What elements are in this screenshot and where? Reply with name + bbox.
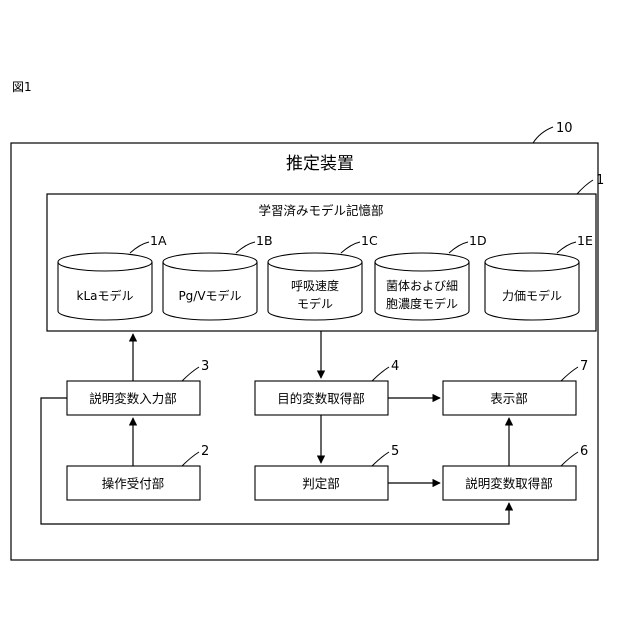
- device-ref: 10: [556, 121, 573, 136]
- unit-input-label: 説明変数入力部: [89, 391, 177, 406]
- model-ref-1b: 1B: [256, 233, 273, 248]
- storage-title: 学習済みモデル記憶部: [258, 203, 383, 218]
- figure-label: 図1: [12, 80, 32, 94]
- unit-explain-acq-ref: 6: [580, 444, 588, 459]
- unit-explain-acq-label: 説明変数取得部: [465, 476, 553, 491]
- arrow-input-to-explain-acq: [41, 398, 509, 524]
- unit-display-label: 表示部: [490, 391, 528, 406]
- device-ref-leader: [533, 127, 553, 143]
- unit-target-acq-ref: 4: [391, 359, 399, 374]
- device-title: 推定装置: [286, 154, 354, 174]
- model-cylinder-1c: 呼吸速度 モデル 1C: [268, 233, 378, 320]
- model-ref-1a: 1A: [150, 233, 167, 248]
- model-label-1a: kLaモデル: [77, 288, 134, 303]
- unit-target-acq-box: 目的変数取得部 4: [255, 359, 399, 415]
- unit-judgment-label: 判定部: [302, 476, 340, 491]
- unit-operation-ref: 2: [201, 444, 209, 459]
- unit-judgment-ref: 5: [391, 444, 399, 459]
- model-ref-1c: 1C: [361, 233, 378, 248]
- unit-explain-acq-box: 説明変数取得部 6: [443, 444, 588, 500]
- model-label-1b: Pg/Vモデル: [178, 288, 241, 303]
- model-label-1d-line2: 胞濃度モデル: [386, 296, 458, 311]
- unit-operation-box: 操作受付部 2: [67, 444, 209, 500]
- unit-operation-label: 操作受付部: [102, 476, 165, 491]
- model-ref-1e: 1E: [577, 233, 593, 248]
- model-ref-1d: 1D: [469, 233, 487, 248]
- model-cylinder-1e: 力価モデル 1E: [485, 233, 593, 320]
- unit-input-box: 説明変数入力部 3: [67, 359, 209, 415]
- model-cylinder-1d: 菌体および細 胞濃度モデル 1D: [375, 233, 487, 320]
- model-label-1c-line2: モデル: [297, 296, 333, 311]
- model-cylinder-1a: kLaモデル 1A: [58, 233, 167, 320]
- model-label-1e: 力価モデル: [502, 288, 562, 303]
- unit-input-ref: 3: [201, 359, 209, 374]
- model-cylinder-1b: Pg/Vモデル 1B: [163, 233, 273, 320]
- unit-target-acq-label: 目的変数取得部: [277, 391, 365, 406]
- storage-ref: 1: [596, 173, 604, 188]
- storage-ref-leader: [577, 180, 593, 194]
- unit-display-box: 表示部 7: [443, 359, 588, 415]
- unit-judgment-box: 判定部 5: [255, 444, 399, 500]
- model-label-1c-line1: 呼吸速度: [291, 278, 339, 293]
- unit-display-ref: 7: [580, 359, 588, 374]
- model-label-1d-line1: 菌体および細: [386, 279, 458, 293]
